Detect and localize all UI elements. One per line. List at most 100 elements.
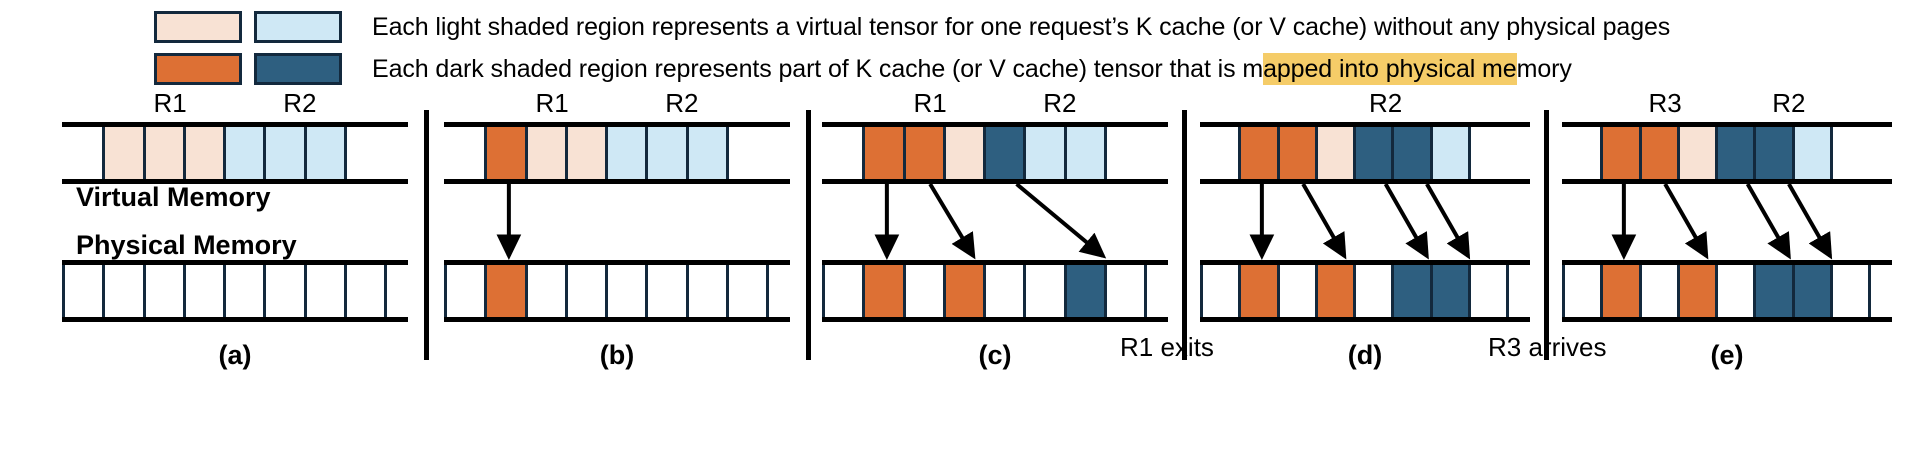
virtual-cell-light-blue: [1791, 127, 1833, 179]
physical-cell-empty: [605, 265, 649, 317]
physical-memory-bar: [1200, 260, 1530, 322]
physical-cell-track: [822, 265, 1168, 317]
virtual-cell-blank: [62, 127, 105, 179]
virtual-bar-top-rule: [1200, 122, 1530, 127]
virtual-cell-dark-blue: [1353, 127, 1395, 179]
physical-cell-empty: [1103, 265, 1147, 317]
physical-cell-empty: [1353, 265, 1395, 317]
physical-cell-empty: [902, 265, 946, 317]
virtual-cell-dark-blue: [1715, 127, 1757, 179]
virtual-cell-light-blue: [1023, 127, 1067, 179]
physical-cell-dark-blue: [1063, 265, 1107, 317]
virtual-bar-top-rule: [1562, 122, 1892, 127]
virtual-cell-blank: [1200, 127, 1241, 179]
virtual-cell-track: [62, 127, 408, 179]
physical-cell-empty: [303, 265, 347, 317]
virtual-cell-light-orange: [564, 127, 608, 179]
virtual-cell-dark-blue: [1391, 127, 1433, 179]
request-label-R1: R1: [913, 88, 947, 118]
virtual-cell-blank: [726, 127, 769, 179]
virtual-cell-dark-orange: [1600, 127, 1642, 179]
virtual-memory-bar: [444, 122, 790, 184]
physical-cell-track: [1200, 265, 1530, 317]
virtual-cell-dark-orange: [862, 127, 906, 179]
legend-dark-text: Each dark shaded region represents part …: [372, 53, 1572, 85]
virtual-cell-light-blue: [605, 127, 649, 179]
virtual-cell-light-blue: [645, 127, 689, 179]
physical-memory-bar: [444, 260, 790, 322]
physical-cell-empty: [62, 265, 106, 317]
panel-divider: [1544, 110, 1549, 360]
physical-memory-label: Physical Memory: [76, 230, 297, 260]
physical-cell-empty: [983, 265, 1027, 317]
physical-memory-bar: [1562, 260, 1892, 322]
virtual-cell-track: [1200, 127, 1530, 179]
request-label-R2: R2: [1369, 88, 1403, 118]
physical-cell-empty: [1023, 265, 1067, 317]
physical-cell-dark-orange: [942, 265, 986, 317]
virtual-bar-top-rule: [822, 122, 1168, 127]
physical-cell-empty: [223, 265, 267, 317]
physical-bar-bottom-rule: [1200, 317, 1530, 322]
virtual-memory-bar: [62, 122, 408, 184]
physical-cell-empty: [1829, 265, 1871, 317]
virtual-memory-bar: [822, 122, 1168, 184]
physical-cell-empty: [1638, 265, 1680, 317]
physical-cell-dark-blue: [1429, 265, 1471, 317]
legend-dark-text-before: Each dark shaded region represents part …: [372, 55, 1264, 83]
physical-cell-empty: [182, 265, 226, 317]
virtual-cell-dark-orange: [902, 127, 946, 179]
panel-divider: [424, 110, 429, 360]
physical-cell-empty: [444, 265, 488, 317]
virtual-cell-light-orange: [142, 127, 186, 179]
virtual-cell-light-blue: [1429, 127, 1471, 179]
virtual-cell-dark-orange: [1238, 127, 1280, 179]
virtual-cell-light-blue: [685, 127, 729, 179]
physical-cell-empty: [1276, 265, 1318, 317]
virtual-cell-light-blue: [1063, 127, 1107, 179]
physical-cell-empty: [102, 265, 146, 317]
physical-bar-bottom-rule: [444, 317, 790, 322]
virtual-cell-blank: [1830, 127, 1871, 179]
physical-bar-bottom-rule: [1562, 317, 1892, 322]
virtual-bar-bottom-rule: [822, 179, 1168, 184]
virtual-cell-light-orange: [524, 127, 568, 179]
legend-row-dark: Each dark shaded region represents part …: [154, 50, 1572, 88]
dark-orange-swatch: [154, 53, 242, 85]
physical-cell-empty: [263, 265, 307, 317]
physical-cell-track: [444, 265, 790, 317]
physical-cell-empty: [524, 265, 568, 317]
virtual-cell-light-blue: [303, 127, 347, 179]
virtual-cell-light-blue: [223, 127, 267, 179]
physical-cell-empty: [1200, 265, 1242, 317]
physical-bar-top-rule: [822, 260, 1168, 265]
virtual-cell-blank: [1468, 127, 1509, 179]
panel-divider: [806, 110, 811, 360]
light-blue-swatch: [254, 11, 342, 43]
physical-bar-top-rule: [62, 260, 408, 265]
physical-cell-dark-blue: [1753, 265, 1795, 317]
virtual-bar-bottom-rule: [1200, 179, 1530, 184]
physical-cell-empty: [645, 265, 689, 317]
virtual-cell-light-orange: [102, 127, 146, 179]
request-label-R2: R2: [283, 88, 317, 118]
physical-bar-top-rule: [444, 260, 790, 265]
physical-cell-empty: [822, 265, 866, 317]
virtual-cell-track: [444, 127, 790, 179]
virtual-cell-dark-orange: [1276, 127, 1318, 179]
virtual-cell-light-orange: [1314, 127, 1356, 179]
panel-caption: (a): [218, 340, 252, 370]
physical-cell-dark-blue: [1791, 265, 1833, 317]
physical-cell-dark-blue: [1391, 265, 1433, 317]
panel-caption: (d): [1347, 340, 1383, 370]
physical-cell-track: [1562, 265, 1892, 317]
physical-cell-empty: [1715, 265, 1757, 317]
physical-cell-track: [62, 265, 408, 317]
panel-caption: (c): [978, 340, 1012, 370]
request-label-R1: R1: [535, 88, 569, 118]
physical-bar-bottom-rule: [822, 317, 1168, 322]
panel-caption: (b): [599, 340, 635, 370]
